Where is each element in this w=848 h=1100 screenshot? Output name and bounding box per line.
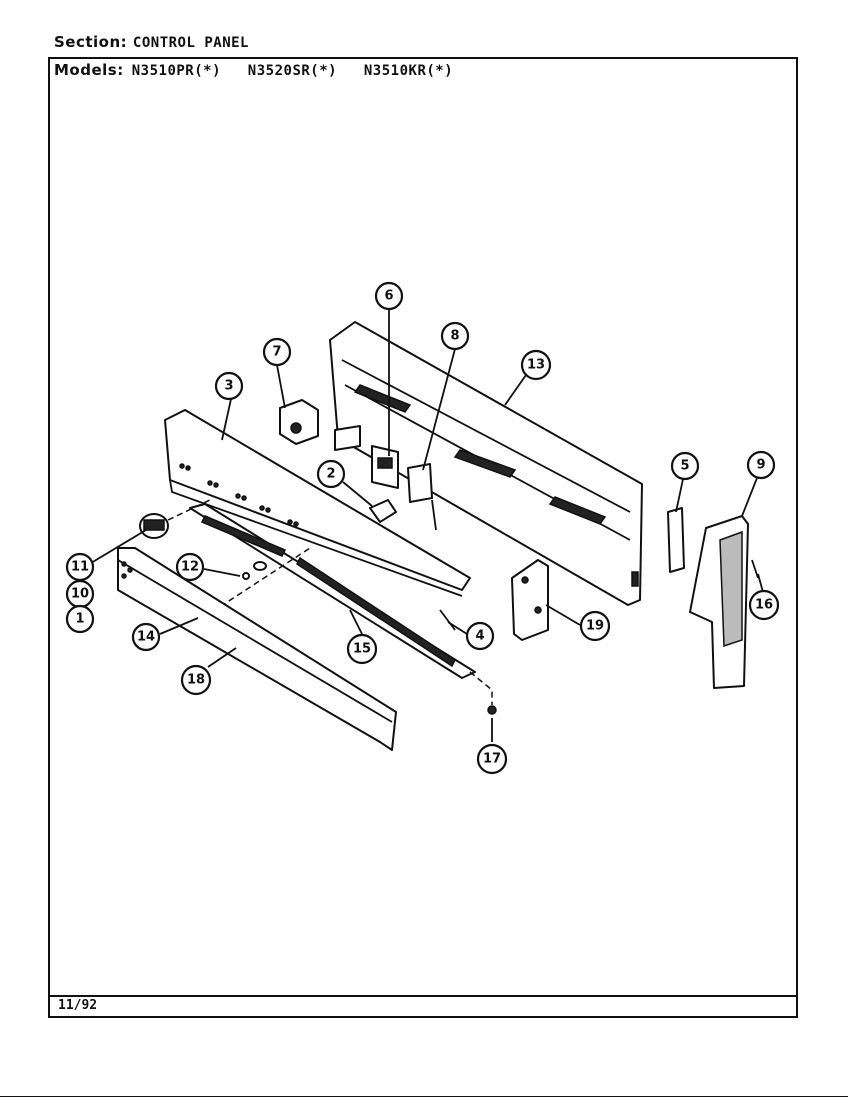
svg-text:3: 3 [224,379,233,394]
svg-text:19: 19 [586,619,604,634]
callout-15: 15 [346,633,378,665]
callout-16: 16 [748,589,780,621]
models-line: Models: N3510PR(*) N3520SR(*) N3510KR(*) [54,61,453,79]
part-2 [369,499,397,523]
callout-7: 7 [262,337,292,367]
models-label: Models: [54,61,124,79]
washer [253,561,267,571]
end-cap [689,515,749,689]
leader-4-part [439,609,456,631]
bracket-strip [189,503,476,679]
svg-text:9: 9 [756,458,765,473]
trim-strip [117,547,397,751]
callout-9: 9 [746,450,776,480]
callout-6: 6 [374,281,404,311]
callout-10: 10 [65,579,95,609]
callout-1: 1 [65,604,95,634]
leader-lines [90,309,764,742]
control-knob [139,513,169,539]
diagram-frame [48,57,798,1018]
callout-17: 17 [476,743,508,775]
screw-16 [751,559,759,579]
switch-8 [407,463,437,531]
svg-text:11: 11 [71,560,89,575]
callout-12: 12 [175,552,205,582]
knob-alignment-line [167,499,211,521]
svg-text:15: 15 [353,642,371,657]
svg-text:12: 12 [181,560,199,575]
svg-text:7: 7 [272,345,281,360]
callout-13: 13 [520,349,552,381]
page-bottom-rule [0,1096,848,1097]
footer-divider [48,995,798,997]
control-switch [279,399,319,445]
svg-text:14: 14 [137,630,155,645]
svg-text:10: 10 [71,587,89,602]
svg-text:16: 16 [755,598,773,613]
svg-text:1: 1 [75,612,84,627]
svg-text:18: 18 [187,673,205,688]
side-bracket [511,559,549,641]
callout-4: 4 [465,621,495,651]
control-panel [164,409,471,597]
callout-5: 5 [670,451,700,481]
callout-19: 19 [579,610,611,642]
fastener-17 [487,705,497,715]
svg-text:8: 8 [450,329,459,344]
svg-text:2: 2 [326,467,335,482]
screw-12 [242,572,250,580]
models-value: N3510PR(*) N3520SR(*) N3510KR(*) [131,63,454,79]
section-value: CONTROL PANEL [132,35,249,51]
callout-14: 14 [131,622,161,652]
svg-text:17: 17 [483,752,501,767]
revision-date: 11/92 [58,998,98,1013]
svg-text:5: 5 [680,459,689,474]
back-panel [329,321,643,606]
callout-18: 18 [180,664,212,696]
callout-3: 3 [214,371,244,401]
svg-text:4: 4 [475,629,484,644]
fastener-alignment-line [469,671,493,705]
callout-11: 11 [65,552,95,582]
switch-6 [371,445,399,489]
callout-8: 8 [440,321,470,351]
section-label: Section: [54,33,128,51]
svg-text:13: 13 [527,358,545,373]
callout-2: 2 [316,459,346,489]
section-title: Section: CONTROL PANEL [54,33,249,51]
svg-text:6: 6 [384,289,393,304]
small-bracket [667,507,685,573]
spacer-alignment-line [211,547,311,613]
